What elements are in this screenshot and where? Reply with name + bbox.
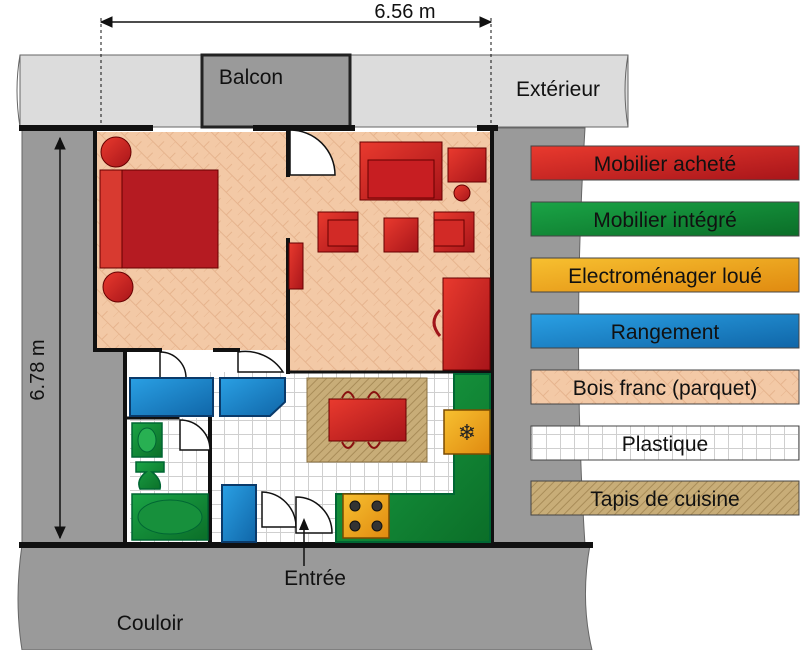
legend-item: Mobilier intégré xyxy=(530,201,800,237)
entrance-label: Entrée xyxy=(284,567,346,590)
stove-burners xyxy=(349,500,383,532)
legend-swatch-rented-appliances xyxy=(530,257,800,293)
corridor-label: Couloir xyxy=(117,612,184,635)
legend-swatch-plastic xyxy=(530,425,800,461)
side-table xyxy=(453,184,471,202)
legend-label: Rangement xyxy=(611,321,720,344)
legend-item: Tapis de cuisine xyxy=(530,480,800,516)
legend-item: Plastique xyxy=(530,425,800,461)
armchair xyxy=(447,147,487,183)
height-dimension xyxy=(54,136,66,540)
kitchen-table xyxy=(328,398,407,442)
fridge xyxy=(443,409,491,455)
closet-right xyxy=(219,377,286,417)
legend-label: Plastique xyxy=(622,433,708,456)
legend-label: Tapis de cuisine xyxy=(590,488,739,511)
corridor xyxy=(17,544,593,650)
wall-shelf xyxy=(288,242,304,290)
legend-swatch-built-in-furniture xyxy=(530,201,800,237)
height-dimension-label: 6.78 m xyxy=(27,339,49,400)
legend-label: Mobilier acheté xyxy=(594,153,736,176)
width-dimension-label: 6.56 m xyxy=(374,1,435,23)
legend-item: Mobilier acheté xyxy=(530,145,800,181)
legend-swatch-hardwood xyxy=(530,369,800,405)
legend-swatch-storage xyxy=(530,313,800,349)
desk xyxy=(442,277,491,371)
balcony xyxy=(200,53,352,129)
legend-swatch-purchased-furniture xyxy=(530,145,800,181)
legend-label: Bois franc (parquet) xyxy=(573,377,757,400)
legend-label: Electroménager loué xyxy=(568,265,762,288)
closet-hall xyxy=(221,484,257,543)
coffee-table xyxy=(383,217,419,253)
bedroom-nightstand-bottom xyxy=(102,271,134,303)
entrance-arrow xyxy=(299,518,309,566)
stove xyxy=(342,493,390,539)
walls xyxy=(19,125,593,548)
toilet xyxy=(135,461,165,490)
legend: Mobilier acheté Mobilier intégré Electro… xyxy=(530,145,800,516)
legend-label: Mobilier intégré xyxy=(593,209,737,232)
legend-item: Electroménager loué xyxy=(530,257,800,293)
bedroom-nightstand-top xyxy=(100,136,132,168)
exterior-label: Extérieur xyxy=(516,78,600,101)
kitchen-chairs xyxy=(341,391,381,449)
legend-swatch-kitchen-carpet xyxy=(530,480,800,516)
closet-left xyxy=(129,377,214,417)
desk-chair xyxy=(432,308,442,337)
snowflake-icon: ❄ xyxy=(458,421,476,446)
balcony-label: Balcon xyxy=(219,66,283,89)
legend-item: Rangement xyxy=(530,313,800,349)
legend-item: Bois franc (parquet) xyxy=(530,369,800,405)
width-dimension xyxy=(99,16,493,128)
